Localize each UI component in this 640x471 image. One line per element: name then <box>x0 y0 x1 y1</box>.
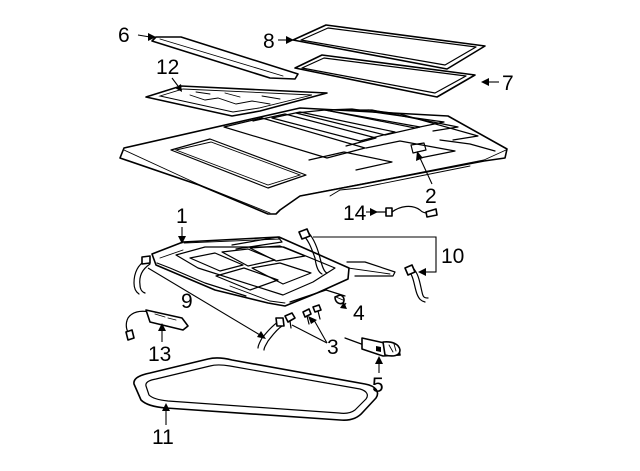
part-4-clip[interactable] <box>334 294 345 305</box>
callout-9: 9 <box>181 290 193 313</box>
part-11-weatherstrip[interactable] <box>133 357 379 421</box>
part-3-screw-b[interactable] <box>302 308 312 325</box>
callout-1: 1 <box>176 205 188 228</box>
callout-3: 3 <box>327 336 339 359</box>
part-1-frame-assembly[interactable] <box>151 236 396 307</box>
part-7-glass-seal[interactable] <box>294 54 476 98</box>
part-9-left-drain-tube-upper[interactable] <box>133 255 151 295</box>
part-3-screw-c[interactable] <box>312 304 322 320</box>
callout-14: 14 <box>343 202 367 225</box>
part-5-motor[interactable] <box>344 337 401 357</box>
callout-13: 13 <box>148 343 171 366</box>
part-14-wire-harness[interactable] <box>371 205 438 218</box>
callout-5: 5 <box>372 374 384 397</box>
callout-6: 6 <box>118 24 130 47</box>
part-8-glass-panel[interactable] <box>292 24 486 70</box>
callout-10: 10 <box>441 245 464 268</box>
part-3-screw-a[interactable] <box>284 312 296 329</box>
part-10-rear-drain-tube[interactable] <box>404 264 429 303</box>
callout-8: 8 <box>263 30 275 53</box>
part-6-deflector-strip[interactable] <box>151 36 299 80</box>
callout-2: 2 <box>425 185 437 208</box>
callout-7: 7 <box>502 72 514 95</box>
callout-11: 11 <box>152 426 174 449</box>
part-10-front-drain-tube[interactable] <box>298 228 328 275</box>
callout-12: 12 <box>156 56 179 79</box>
callout-4: 4 <box>353 302 365 325</box>
leader-lines <box>137 33 499 425</box>
part-13-switch[interactable] <box>125 309 189 341</box>
roof-panel[interactable] <box>119 107 508 215</box>
